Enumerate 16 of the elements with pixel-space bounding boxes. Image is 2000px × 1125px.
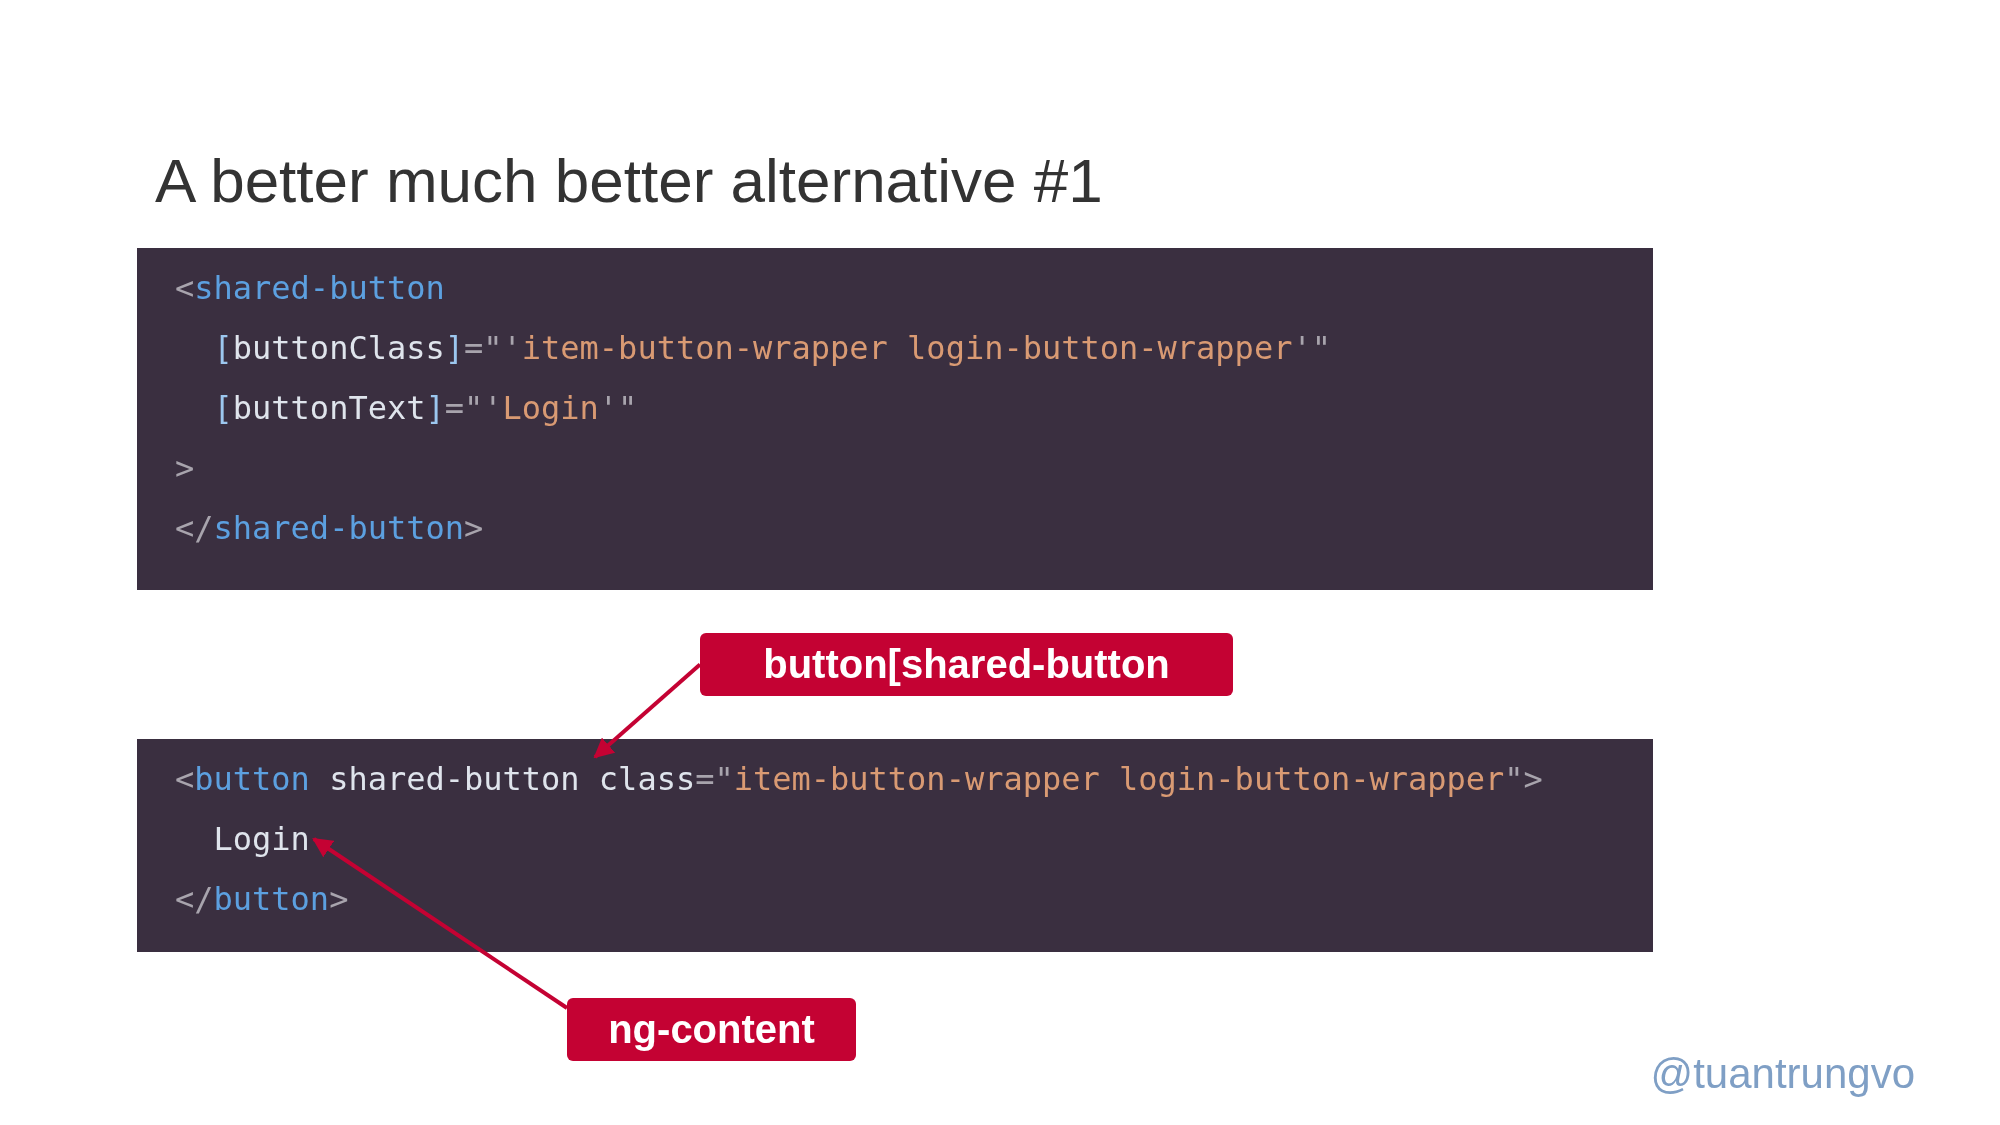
arrow [312, 837, 569, 1010]
code-block [137, 248, 1653, 590]
code-line: </shared-button> [175, 508, 484, 549]
code-line: > [175, 448, 195, 489]
code-line: [buttonText]="'Login'" [212, 388, 638, 429]
code-line: </button> [175, 877, 349, 921]
author-handle: @tuantrungvo [1650, 1050, 1915, 1098]
slide-title: A better much better alternative #1 [155, 145, 1103, 216]
callout-label: button[shared-button [700, 633, 1233, 696]
code-line: Login [175, 817, 310, 861]
code-line: [buttonClass]="'item-button-wrapper login-button-wrapper'" [212, 328, 1331, 369]
code-line: <shared-button [175, 268, 445, 309]
code-block [137, 739, 1653, 952]
code-line: <button shared-button class="item-button-wrapper login-button-wrapper"> [175, 757, 1543, 801]
callout-label: ng-content [567, 998, 856, 1061]
arrow [593, 663, 702, 759]
